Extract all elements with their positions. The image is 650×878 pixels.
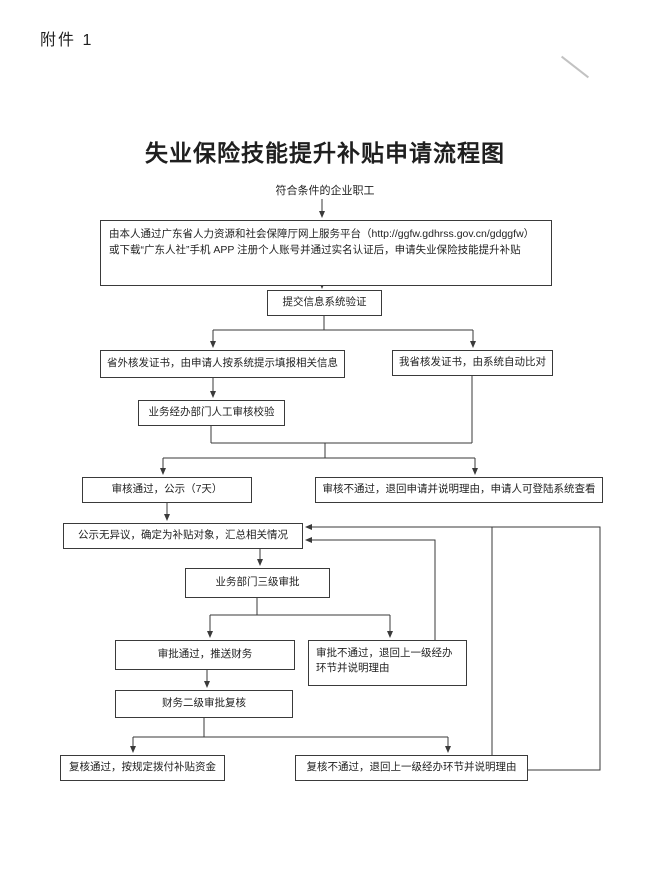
- flow-start-label: 符合条件的企业职工: [275, 185, 375, 197]
- node-approve-pass: 审批通过，推送财务: [115, 640, 295, 670]
- page-title: 失业保险技能提升补贴申请流程图: [145, 140, 505, 166]
- node-in-province: 我省核发证书，由系统自动比对: [392, 350, 553, 376]
- node-register: 由本人通过广东省人力资源和社会保障厅网上服务平台（http://ggfw.gdh…: [100, 220, 552, 286]
- node-recheck-fail: 复核不通过，退回上一级经办环节并说明理由: [295, 755, 528, 781]
- node-manual-review: 业务经办部门人工审核校验: [138, 400, 285, 426]
- node-finance-review: 财务二级审批复核: [115, 690, 293, 718]
- node-approve-fail: 审批不通过，退回上一级经办环节并说明理由: [308, 640, 467, 686]
- attachment-label: 附件 1: [40, 32, 94, 49]
- node-publicity: 公示无异议，确定为补贴对象，汇总相关情况: [63, 523, 303, 549]
- node-three-level: 业务部门三级审批: [185, 568, 330, 598]
- node-recheck-pass: 复核通过，按规定拨付补贴资金: [60, 755, 225, 781]
- node-submit: 提交信息系统验证: [267, 290, 382, 316]
- node-out-province: 省外核发证书，由申请人按系统提示填报相关信息: [100, 350, 345, 378]
- node-review-pass: 审核通过，公示（7天）: [82, 477, 252, 503]
- node-review-fail: 审核不通过，退回申请并说明理由，申请人可登陆系统查看: [315, 477, 603, 503]
